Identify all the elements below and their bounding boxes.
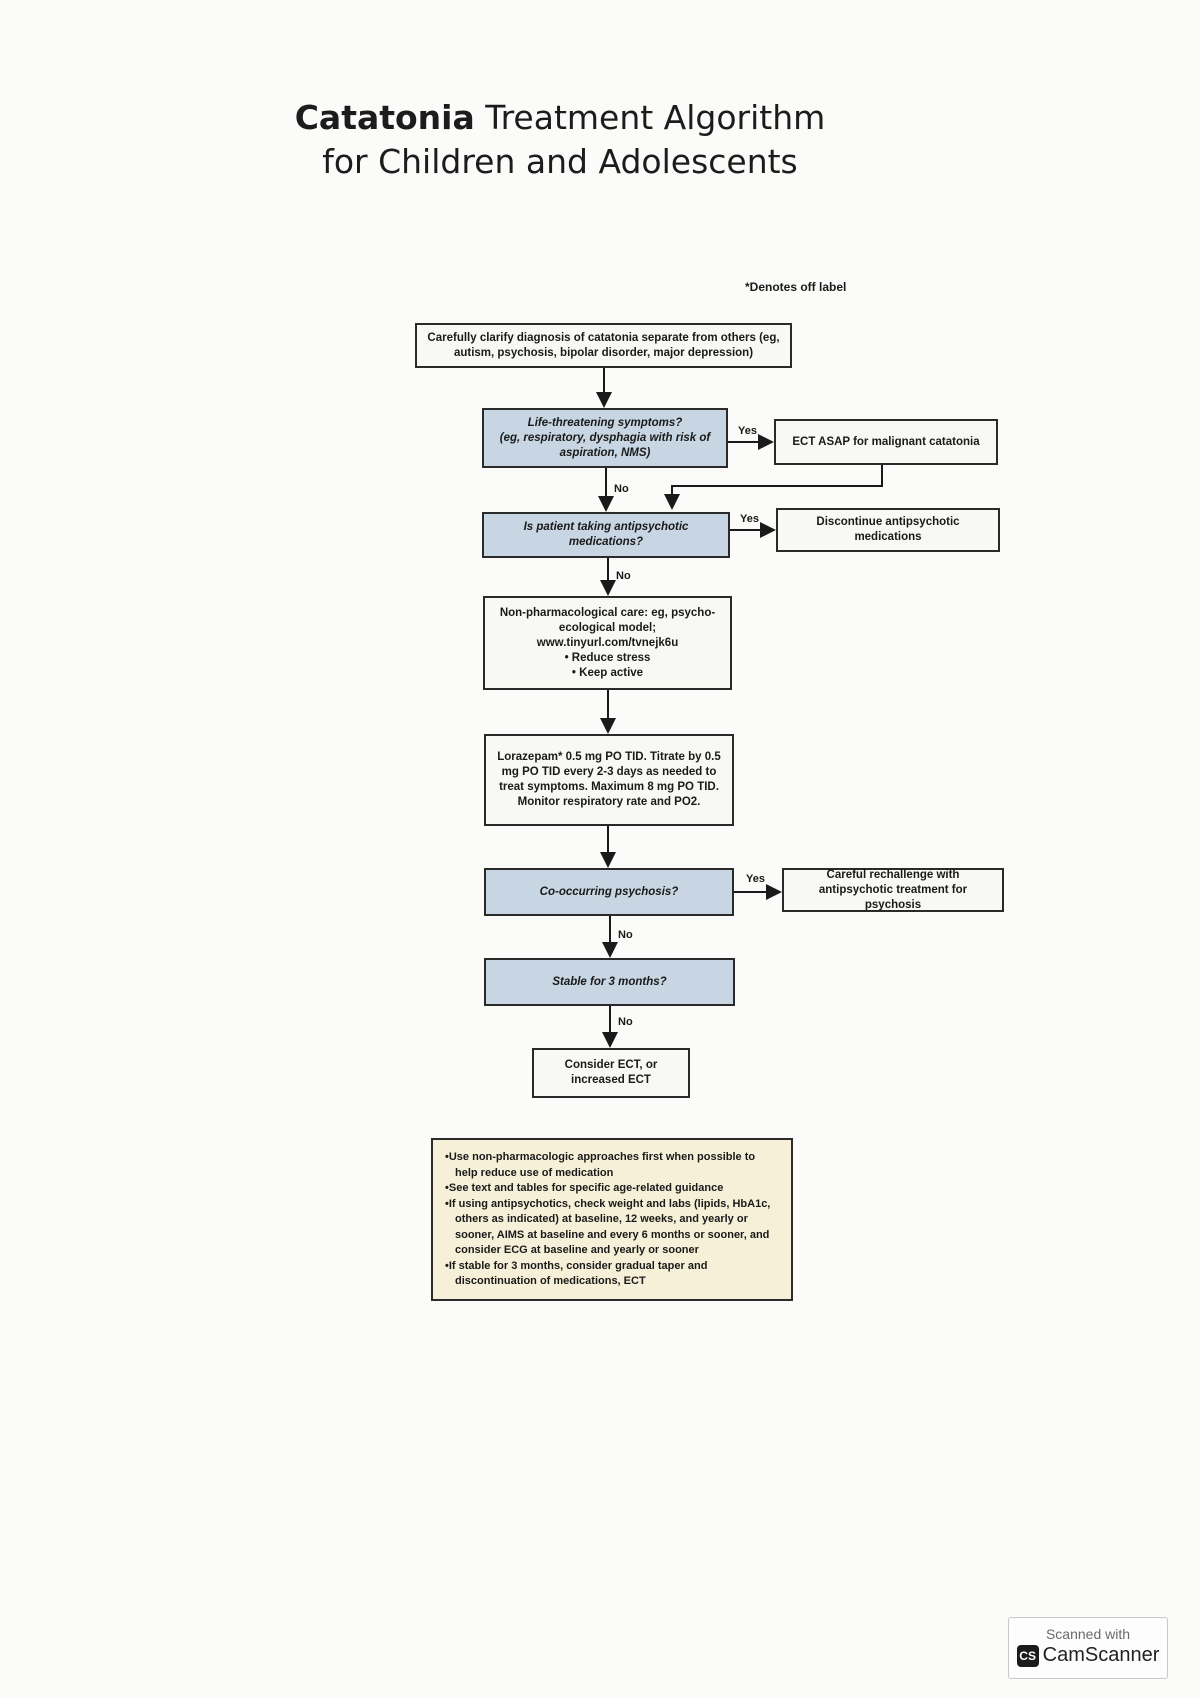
list-item: If using antipsychotics, check weight an… [445, 1197, 779, 1259]
stable-question-text: Stable for 3 months? [552, 975, 667, 988]
off-label-note: *Denotes off label [745, 280, 847, 294]
stable-no-label: No [618, 1016, 633, 1028]
discontinue-box: Discontinue antipsychotic medications [776, 508, 1000, 552]
list-item: Keep active [565, 666, 651, 681]
clarify-diagnosis-text: Carefully clarify diagnosis of catatonia… [427, 331, 780, 359]
list-item: If stable for 3 months, consider gradual… [445, 1259, 779, 1290]
life-no-label: No [614, 483, 629, 495]
list-item: Use non-pharmacologic approaches first w… [445, 1150, 779, 1181]
list-item: Reduce stress [565, 651, 651, 666]
camscanner-icon: CS [1016, 1644, 1039, 1667]
life-threatening-examples: (eg, respiratory, dysphagia with risk of… [499, 431, 711, 459]
life-threatening-question: Life-threatening symptoms? (eg, respirat… [482, 408, 728, 468]
consider-ect-text: Consider ECT, or increased ECT [564, 1059, 658, 1086]
title-bold: Catatonia [294, 98, 475, 137]
psychosis-no-label: No [618, 929, 633, 941]
guidance-list: Use non-pharmacologic approaches first w… [445, 1150, 779, 1290]
badge-line2-row: CS CamScanner [1009, 1644, 1167, 1667]
life-threatening-label: Life-threatening symptoms? [527, 416, 683, 429]
discontinue-text: Discontinue antipsychotic medications [816, 516, 960, 543]
consider-ect-box: Consider ECT, or increased ECT [532, 1048, 690, 1098]
clarify-diagnosis-box: Carefully clarify diagnosis of catatonia… [415, 323, 792, 368]
badge-line1: Scanned with [1045, 1626, 1131, 1642]
arrow-ect-return [664, 465, 883, 510]
lorazepam-text: Lorazepam* 0.5 mg PO TID. Titrate by 0.5… [497, 751, 721, 808]
title-rest: Treatment Algorithm [485, 98, 826, 137]
life-yes-label: Yes [738, 425, 757, 437]
title-line2: for Children and Adolescents [322, 142, 798, 181]
ect-asap-text: ECT ASAP for malignant catatonia [792, 435, 980, 448]
stable-question: Stable for 3 months? [484, 958, 735, 1006]
list-item: See text and tables for specific age-rel… [445, 1181, 779, 1197]
antipsych-yes-label: Yes [740, 513, 759, 525]
page-title: Catatonia Treatment Algorithm for Childr… [250, 96, 870, 184]
psychosis-question: Co-occurring psychosis? [484, 868, 734, 916]
non-pharmacological-text: Non-pharmacological care: eg, psycho-eco… [499, 606, 716, 649]
lorazepam-box: Lorazepam* 0.5 mg PO TID. Titrate by 0.5… [484, 734, 734, 826]
antipsych-no-label: No [616, 570, 631, 582]
badge-line2: CamScanner [1042, 1644, 1160, 1666]
non-pharmacological-list: Reduce stress Keep active [565, 651, 651, 681]
rechallenge-text: Careful rechallenge with antipsychotic t… [818, 868, 968, 911]
antipsychotic-question: Is patient taking antipsychotic medicati… [482, 512, 730, 558]
psychosis-question-text: Co-occurring psychosis? [539, 885, 679, 898]
ect-asap-box: ECT ASAP for malignant catatonia [774, 419, 998, 465]
antipsychotic-question-text: Is patient taking antipsychotic medicati… [523, 521, 689, 548]
non-pharmacological-box: Non-pharmacological care: eg, psycho-eco… [483, 596, 732, 690]
psychosis-yes-label: Yes [746, 873, 765, 885]
guidance-notes-box: Use non-pharmacologic approaches first w… [431, 1138, 793, 1301]
camscanner-badge: Scanned with CS CamScanner [1008, 1617, 1168, 1679]
rechallenge-box: Careful rechallenge with antipsychotic t… [782, 868, 1004, 912]
